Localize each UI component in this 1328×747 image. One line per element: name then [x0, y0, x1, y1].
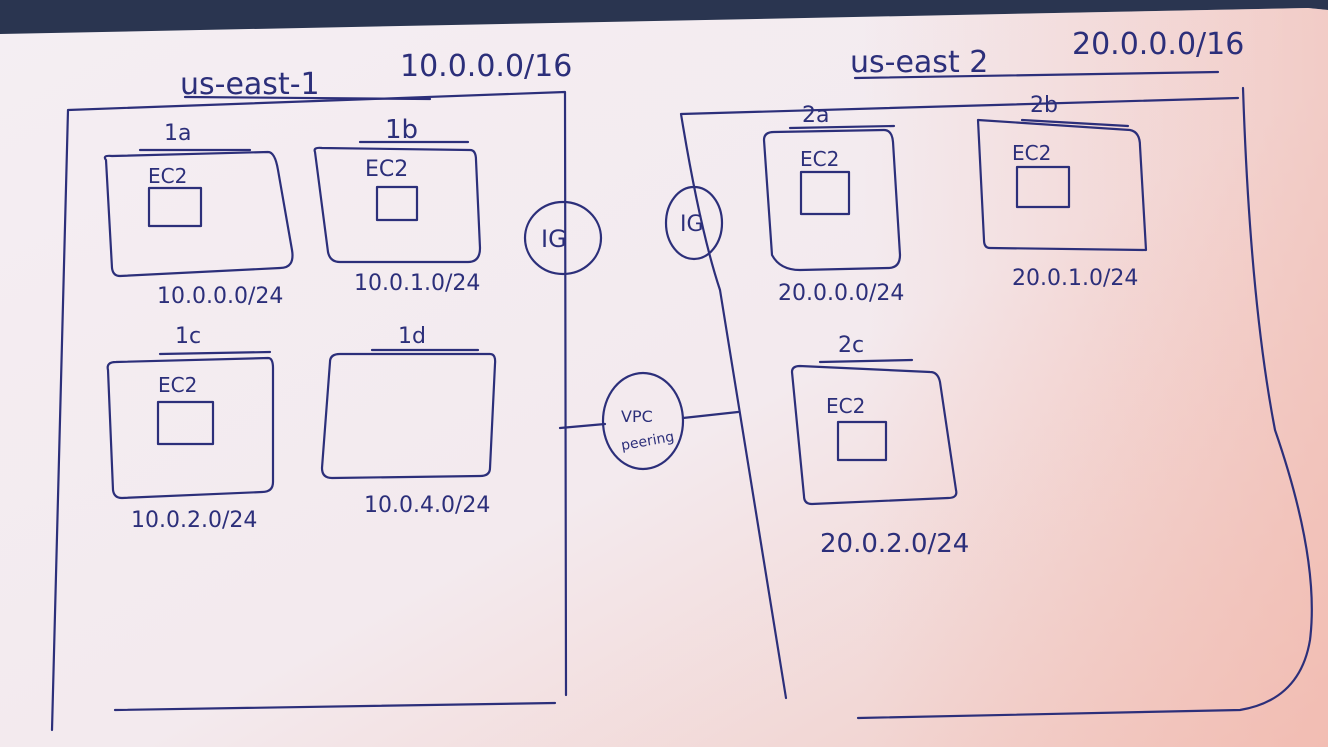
peering-link-line [558, 410, 740, 430]
subnet-box [976, 118, 1148, 252]
subnet-cidr: 10.0.2.0/24 [131, 508, 257, 533]
subnet-box [313, 146, 482, 264]
subnet-2a: 2a EC2 20.0.0.0/24 [762, 103, 904, 306]
subnet-label-line [1020, 118, 1130, 128]
subnet-label-line [158, 350, 272, 356]
peering-label-line1: VPC [621, 407, 653, 426]
vpc-boundary-east1 [50, 90, 568, 732]
subnet-cidr: 10.0.0.0/24 [157, 284, 283, 309]
subnet-box [762, 128, 902, 272]
paper-warm-tint [0, 8, 1328, 747]
instance-label: EC2 [148, 164, 187, 188]
instance-label: EC2 [826, 394, 865, 418]
region-name-east2: us-east 2 [850, 45, 988, 80]
peering-circle [601, 371, 685, 471]
subnet-cidr: 10.0.1.0/24 [354, 271, 480, 296]
ec2-instance-icon [156, 400, 215, 446]
subnet-label: 1b [385, 115, 418, 145]
ec2-instance-icon [1015, 165, 1071, 209]
instance-label: EC2 [1012, 141, 1051, 165]
gateway-circle [523, 200, 603, 276]
instance-label: EC2 [365, 157, 408, 182]
subnet-1c: 1c EC2 10.0.2.0/24 [106, 324, 275, 533]
instance-label: EC2 [158, 373, 197, 397]
gateway-label: IG [541, 225, 567, 253]
subnet-label-line [788, 124, 896, 130]
region-us-east-2: us-east 2 20.0.0.0/16 [679, 27, 1313, 720]
subnet-label: 2c [838, 333, 864, 358]
ec2-instance-icon [799, 170, 851, 216]
internet-gateway-left: IG [523, 200, 603, 276]
subnet-1b: 1b EC2 10.0.1.0/24 [313, 115, 482, 296]
subnet-box [790, 364, 958, 506]
vpc-boundary-east2 [679, 86, 1313, 720]
ec2-instance-icon [375, 185, 419, 222]
subnet-label-line [818, 358, 914, 364]
subnet-label: 2a [802, 103, 829, 128]
instance-label: EC2 [800, 147, 839, 171]
subnet-cidr: 20.0.1.0/24 [1012, 266, 1138, 291]
region-underline-east2 [853, 70, 1220, 80]
subnet-cidr: 10.0.4.0/24 [364, 493, 490, 518]
gateway-label: IG [680, 212, 704, 237]
region-cidr-east2: 20.0.0.0/16 [1072, 27, 1244, 62]
subnet-label: 1c [175, 324, 201, 349]
subnet-box [320, 352, 497, 480]
subnet-box [103, 150, 294, 278]
ec2-instance-icon [147, 186, 203, 228]
subnet-box [106, 356, 275, 500]
subnet-label: 2b [1030, 93, 1058, 118]
subnet-1d: 1d 10.0.4.0/24 [320, 324, 497, 518]
subnet-2c: 2c EC2 20.0.2.0/24 [790, 333, 969, 559]
subnet-label: 1d [398, 324, 426, 349]
ec2-instance-icon [836, 420, 888, 462]
subnet-cidr: 20.0.0.0/24 [778, 281, 904, 306]
region-cidr-east1: 10.0.0.0/16 [400, 49, 572, 84]
region-us-east-1: us-east-1 10.0.0.0/16 [50, 49, 572, 732]
subnet-label: 1a [164, 121, 191, 146]
subnet-cidr: 20.0.2.0/24 [820, 529, 969, 559]
subnet-1a: 1a EC2 10.0.0.0/24 [103, 121, 294, 309]
subnet-2b: 2b EC2 20.0.1.0/24 [976, 93, 1148, 291]
